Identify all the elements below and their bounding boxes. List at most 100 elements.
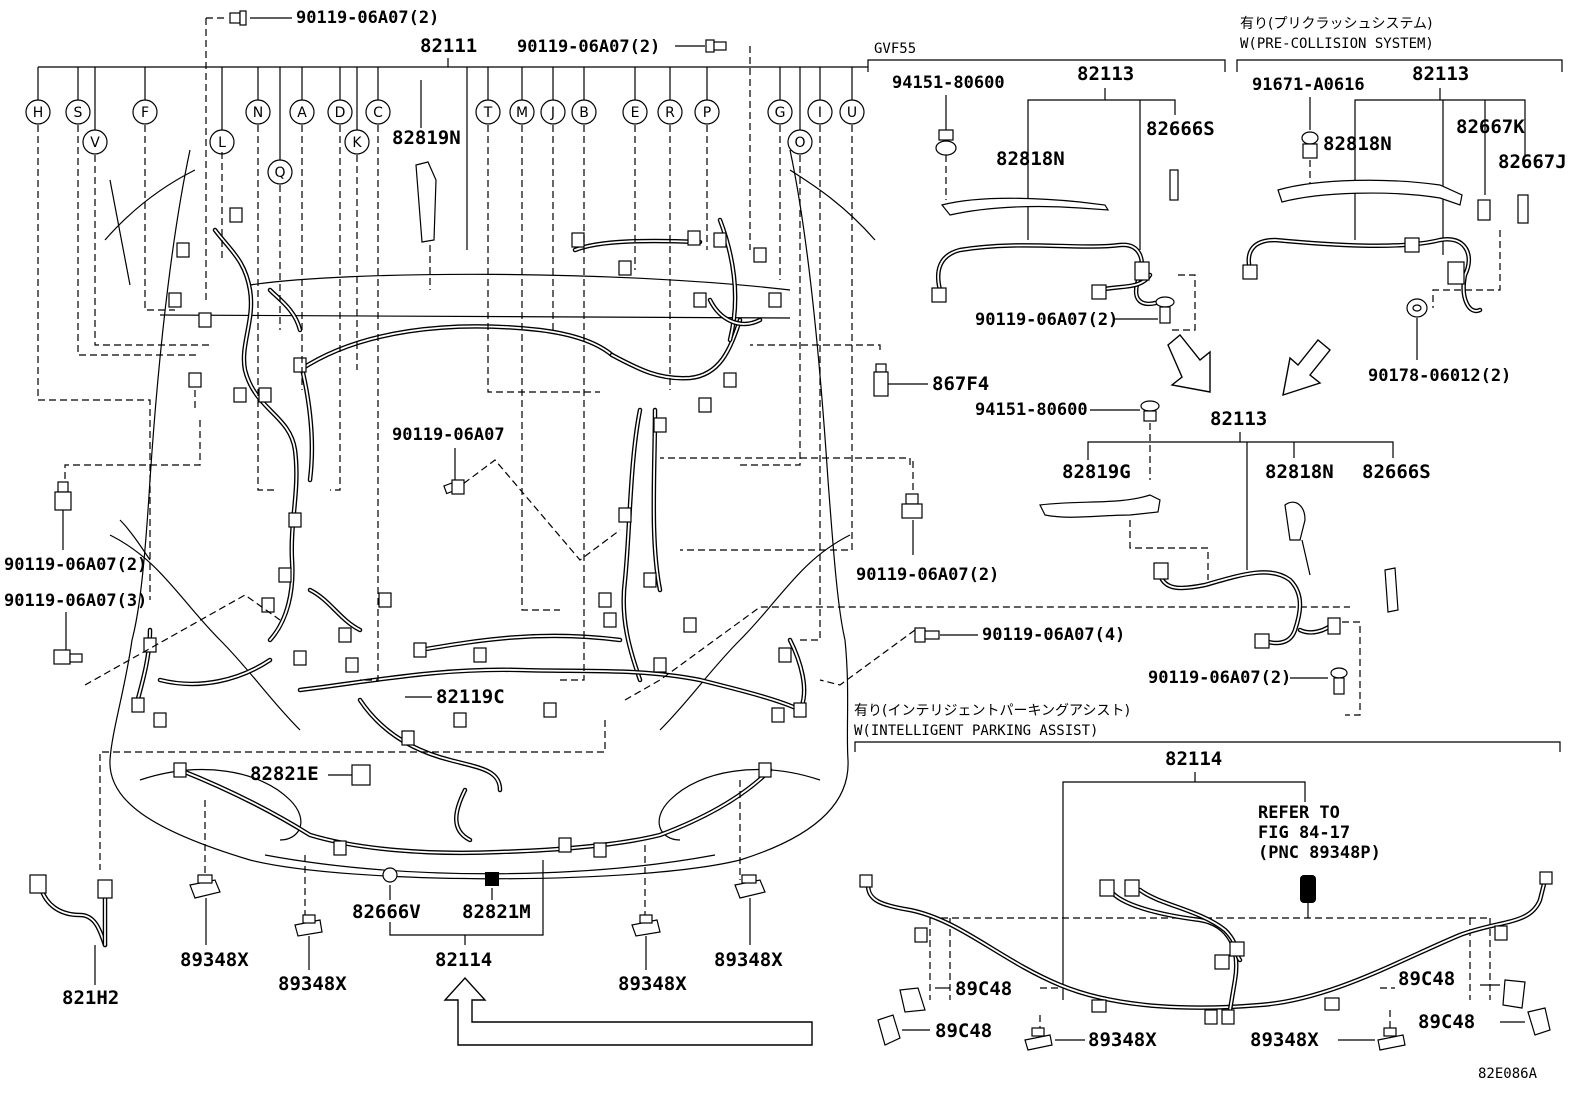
branch-letter: B [579, 105, 589, 121]
connector-icon [771, 707, 785, 723]
branch-circle-n: N [245, 99, 271, 125]
bolt-icon [443, 479, 465, 495]
branch-letter: M [516, 105, 528, 121]
branch-letter: J [550, 105, 555, 121]
branch-letter: L [218, 135, 226, 151]
connector-icon [618, 507, 632, 523]
connector-icon [793, 702, 807, 718]
connector-icon [713, 232, 727, 248]
pcs-panel: 有り(プリクラッシュシステム) W(PRE-COLLISION SYSTEM) … [1236, 16, 1567, 386]
connector-icon [618, 260, 632, 276]
connector-icon [698, 397, 712, 413]
branch-letter: F [141, 105, 149, 121]
branch-circle-o: O [787, 129, 813, 155]
ipa-sensor-b-label: 89348X [1250, 1029, 1319, 1051]
bolt-top-left-label: 90119-06A07(2) [296, 8, 439, 28]
branch-circle-t: T [475, 99, 501, 125]
ipa-refer-line2: FIG 84-17 [1258, 823, 1350, 843]
main-labels: 867F4 90119-06A07 90119-06A07(2) 90119-0… [4, 363, 1125, 1046]
bolt-icon [229, 10, 247, 26]
connector-icon [753, 247, 767, 263]
connector-icon [687, 230, 701, 246]
connector-icon [401, 730, 415, 746]
part-82111-label: 82111 [420, 35, 477, 57]
branch-circle-m: M [509, 99, 535, 125]
connector-icon [143, 637, 157, 653]
branch-circle-b: B [571, 99, 597, 125]
part-82119c-label: 82119C [436, 686, 505, 708]
connector-icon [233, 387, 247, 403]
std-parent-label: 82113 [1210, 408, 1267, 430]
connector-icon [543, 702, 557, 718]
branch-circle-q: Q [267, 159, 293, 185]
branch-letter: P [703, 105, 711, 121]
sensor-icon [631, 914, 661, 937]
connector-icon [473, 647, 487, 663]
ipa-clip-d-label: 89C48 [1418, 1011, 1475, 1033]
branch-circle-l: L [209, 129, 235, 155]
grommet-icon [382, 867, 398, 883]
branch-circle-s: S [65, 99, 91, 125]
part-82666v-label: 82666V [352, 901, 421, 923]
connector-icon [413, 642, 427, 658]
branch-circle-u: U [839, 99, 865, 125]
clamp-icon [1477, 199, 1491, 221]
connector-icon [378, 592, 392, 608]
connector-icon [768, 292, 782, 308]
connector-icon [131, 697, 145, 713]
ipa-refer-line1: REFER TO [1258, 803, 1340, 823]
part-82114-label: 82114 [435, 949, 492, 971]
branch-letter: D [335, 105, 346, 121]
branch-letter: G [775, 105, 786, 121]
connector-icon [168, 292, 182, 308]
branch-letter: H [33, 105, 44, 121]
clamp-icon [1517, 194, 1529, 224]
branch-letter: N [253, 105, 263, 121]
branch-circle-h: H [25, 99, 51, 125]
branch-circle-g: G [767, 99, 793, 125]
part-867f4-label: 867F4 [932, 373, 989, 395]
bolt-icon [873, 363, 889, 397]
down-right-arrow-icon [1167, 334, 1211, 393]
clip-icon [1140, 400, 1160, 422]
connector-icon [293, 650, 307, 666]
connector-icon [593, 842, 607, 858]
ipa-clip-a-label: 89C48 [955, 978, 1012, 1000]
connector-icon [643, 572, 657, 588]
branch-letter: V [90, 135, 100, 151]
sensor-icon [294, 914, 323, 937]
branch-circle-f: F [132, 99, 158, 125]
harness-protector-icon [1277, 179, 1463, 206]
clamp-icon [351, 764, 371, 786]
connector-icon [278, 567, 292, 583]
sensor-icon [1300, 875, 1316, 903]
sensor-icon [734, 874, 766, 899]
sensor-icon [189, 874, 221, 899]
connector-icon [198, 312, 212, 328]
bolt-right-2-label: 90119-06A07(2) [856, 565, 999, 585]
connector-icon [683, 617, 697, 633]
standard-82113-panel: 94151-80600 82113 82819G 82818N 82666S [975, 400, 1431, 716]
pcs-grommet-label: 90178-06012(2) [1368, 366, 1511, 386]
down-left-arrow-icon [1282, 339, 1331, 397]
connector-icon [653, 417, 667, 433]
pcs-title-en: W(PRE-COLLISION SYSTEM) [1240, 36, 1434, 52]
ipa-clip-b-label: 89C48 [935, 1020, 992, 1042]
clip-icon [1301, 131, 1319, 159]
branch-circle-a: A [289, 99, 315, 125]
branch-circle-e: E [622, 99, 648, 125]
std-p3-label: 82666S [1362, 461, 1431, 483]
connector-icon [345, 657, 359, 673]
harness-protector-icon [940, 197, 1110, 216]
connector-icon [571, 232, 585, 248]
part-89348x-2-label: 89348X [278, 973, 347, 995]
gvf55-panel: GVF55 82113 94151-80600 82818N 82666S 90… [867, 41, 1226, 331]
up-arrow-icon [443, 976, 813, 1046]
harness-protector-icon [1039, 494, 1161, 518]
connector-icon [603, 612, 617, 628]
connector-icon [598, 592, 612, 608]
branch-circle-v: V [82, 129, 108, 155]
bolt-icon [1330, 667, 1348, 695]
gvf55-parent-label: 82113 [1077, 63, 1134, 85]
